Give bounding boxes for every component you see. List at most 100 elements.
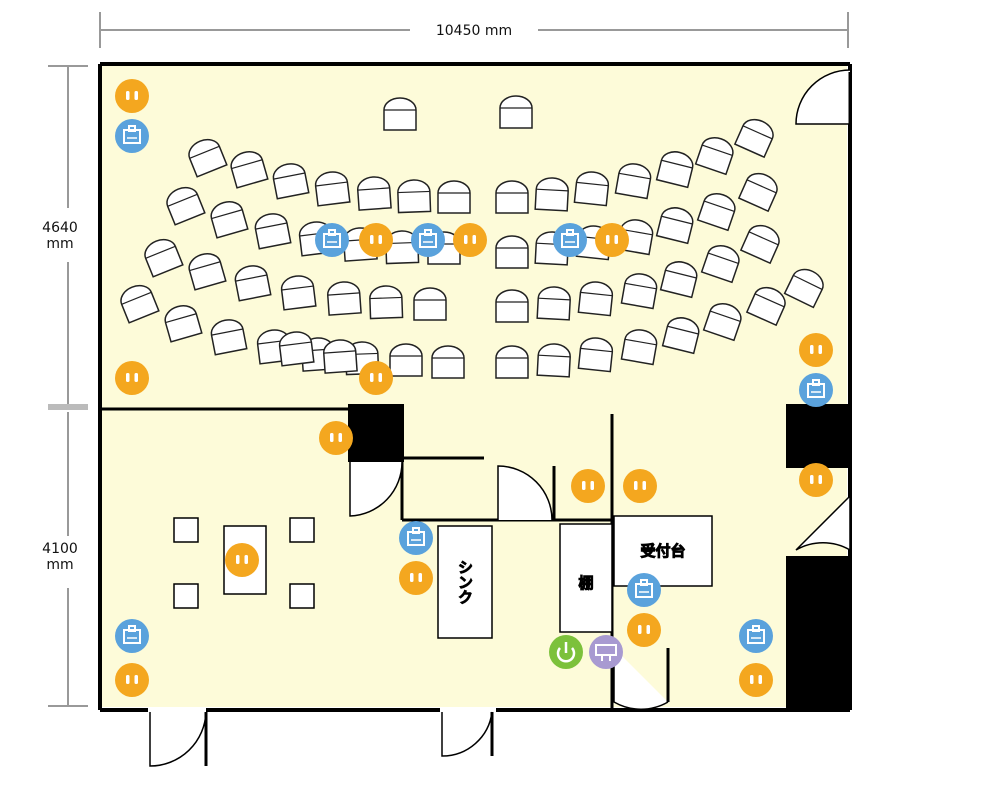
chair bbox=[357, 176, 392, 211]
chair bbox=[661, 317, 700, 355]
reception-desk bbox=[613, 515, 713, 587]
furniture: シンク 棚 受付台 bbox=[173, 515, 713, 639]
electric-outlet-icon bbox=[739, 663, 773, 697]
width-label: 10450 mm bbox=[436, 23, 512, 39]
chair bbox=[254, 213, 292, 250]
chair bbox=[495, 345, 529, 379]
pillar-block bbox=[786, 404, 850, 468]
chair bbox=[737, 172, 778, 213]
chair bbox=[536, 286, 571, 321]
pillar-block bbox=[348, 404, 404, 462]
chair bbox=[120, 284, 160, 324]
chair bbox=[696, 192, 736, 232]
chair bbox=[702, 302, 742, 342]
projector-icon bbox=[589, 635, 623, 669]
chair bbox=[272, 163, 310, 200]
electric-outlet-icon bbox=[359, 223, 393, 257]
chair bbox=[659, 261, 698, 299]
doors bbox=[149, 69, 852, 767]
chair bbox=[614, 163, 652, 200]
chair bbox=[431, 345, 465, 379]
electric-outlet-icon bbox=[595, 223, 629, 257]
chair bbox=[188, 253, 227, 291]
chair bbox=[536, 343, 571, 378]
chair bbox=[230, 151, 269, 189]
electric-outlet-icon bbox=[623, 469, 657, 503]
chair bbox=[745, 286, 786, 327]
chair bbox=[166, 186, 206, 226]
chair bbox=[383, 97, 417, 131]
chair bbox=[733, 118, 774, 159]
chair bbox=[389, 343, 423, 377]
chair bbox=[700, 244, 740, 284]
reception-label: 受付台 bbox=[640, 542, 685, 560]
chair bbox=[323, 339, 358, 374]
chair bbox=[314, 171, 351, 207]
chair bbox=[739, 224, 780, 265]
lan-port-icon bbox=[553, 223, 587, 257]
shelf bbox=[559, 523, 613, 633]
chair bbox=[694, 136, 734, 176]
lan-port-icon bbox=[739, 619, 773, 653]
chair bbox=[577, 281, 614, 317]
chair bbox=[144, 238, 184, 278]
chair bbox=[278, 331, 315, 367]
dimension-width: 10450 mm bbox=[99, 12, 849, 48]
pillar-block bbox=[786, 556, 850, 710]
chairs bbox=[120, 95, 824, 379]
chair bbox=[620, 329, 658, 366]
chair bbox=[783, 268, 824, 309]
electric-outlet-icon bbox=[319, 421, 353, 455]
electric-outlet-icon bbox=[359, 361, 393, 395]
electric-outlet-icon bbox=[225, 543, 259, 577]
lan-port-icon bbox=[115, 119, 149, 153]
lan-port-icon bbox=[399, 521, 433, 555]
chair bbox=[577, 337, 614, 373]
chair bbox=[495, 180, 529, 214]
sink-counter bbox=[437, 525, 493, 639]
chair bbox=[620, 273, 658, 310]
chair bbox=[397, 179, 432, 214]
lan-port-icon bbox=[411, 223, 445, 257]
electric-outlet-icon bbox=[115, 361, 149, 395]
electric-outlet-icon bbox=[399, 561, 433, 595]
chair bbox=[413, 287, 447, 321]
stool bbox=[173, 583, 199, 609]
chair bbox=[210, 319, 248, 356]
chair bbox=[495, 235, 529, 269]
chair bbox=[499, 95, 533, 129]
electric-outlet-icon bbox=[571, 469, 605, 503]
equipment-icons bbox=[115, 79, 833, 697]
shelf-label: 棚 bbox=[578, 574, 593, 592]
chair bbox=[210, 201, 249, 239]
electric-outlet-icon bbox=[115, 663, 149, 697]
electric-outlet-icon bbox=[453, 223, 487, 257]
electric-outlet-icon bbox=[799, 333, 833, 367]
stool bbox=[289, 583, 315, 609]
chair bbox=[573, 171, 610, 207]
chair bbox=[534, 177, 569, 212]
chair bbox=[437, 180, 471, 214]
lan-port-icon bbox=[115, 619, 149, 653]
chair bbox=[655, 151, 694, 189]
sink-label: シンク bbox=[456, 560, 474, 605]
power-switch-icon bbox=[549, 635, 583, 669]
chair bbox=[234, 265, 272, 302]
lan-port-icon bbox=[799, 373, 833, 407]
chair bbox=[495, 289, 529, 323]
stool bbox=[289, 517, 315, 543]
stool bbox=[173, 517, 199, 543]
electric-outlet-icon bbox=[627, 613, 661, 647]
chair bbox=[369, 285, 404, 320]
chair bbox=[655, 207, 694, 245]
lan-port-icon bbox=[315, 223, 349, 257]
electric-outlet-icon bbox=[115, 79, 149, 113]
electric-outlet-icon bbox=[799, 463, 833, 497]
chair bbox=[327, 281, 362, 316]
chair bbox=[280, 275, 317, 311]
